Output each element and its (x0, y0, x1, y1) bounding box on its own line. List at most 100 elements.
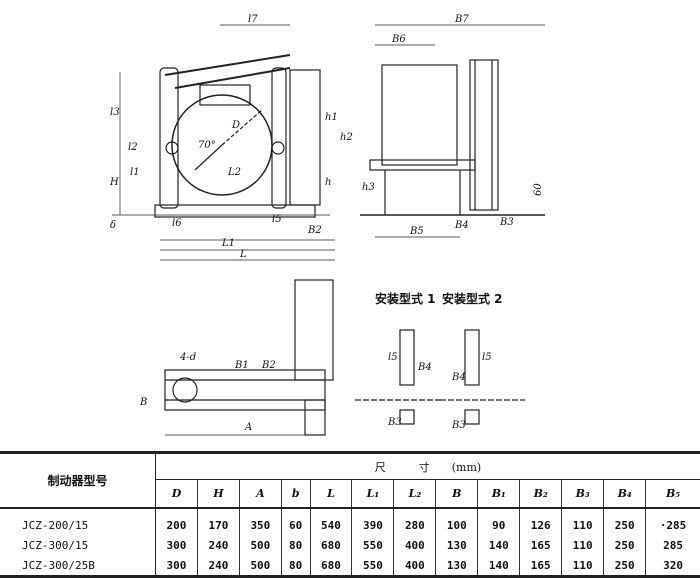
column-header: B₃ (562, 480, 604, 509)
label-l5: l5 (272, 214, 282, 225)
value-cell: 550 (352, 535, 394, 555)
value-cell: 130 (436, 535, 478, 555)
value-cell: 280 (394, 508, 436, 535)
value-cell: 250 (604, 508, 646, 535)
value-cell: 250 (604, 555, 646, 577)
column-header: A (239, 480, 281, 509)
label-B5: B5 (409, 226, 424, 237)
column-header: B₅ (646, 480, 700, 509)
value-cell: 240 (197, 535, 239, 555)
value-cell: 540 (310, 508, 352, 535)
model-header: 制动器型号 (0, 453, 156, 509)
model-cell: JCZ-300/25B (0, 555, 156, 577)
label-B3-type2: B3 (451, 420, 466, 431)
value-cell: 170 (197, 508, 239, 535)
value-cell: 80 (281, 555, 310, 577)
label-B6: B6 (391, 34, 406, 45)
value-cell: 320 (646, 555, 700, 577)
label-A: A (244, 422, 252, 433)
value-cell: 110 (562, 555, 604, 577)
column-header: B₁ (478, 480, 520, 509)
value-cell: 240 (197, 555, 239, 577)
value-cell: 550 (352, 555, 394, 577)
value-cell: 390 (352, 508, 394, 535)
value-cell: 126 (520, 508, 562, 535)
column-header: b (281, 480, 310, 509)
plan-view: 4-d B1 B2 B A (139, 280, 333, 435)
value-cell: 300 (156, 535, 198, 555)
label-l3: l3 (110, 107, 120, 118)
value-cell: 110 (562, 535, 604, 555)
column-header: B₄ (604, 480, 646, 509)
value-cell: 285 (646, 535, 700, 555)
label-60: 60 (533, 183, 544, 196)
label-l6: l6 (172, 218, 182, 229)
value-cell: 140 (478, 535, 520, 555)
value-cell: 500 (239, 535, 281, 555)
value-cell: 60 (281, 508, 310, 535)
label-B7: B7 (454, 14, 469, 25)
value-cell: 250 (604, 535, 646, 555)
label-D: D (231, 120, 240, 131)
label-l5-type2: l5 (482, 352, 492, 363)
value-cell: ·285 (646, 508, 700, 535)
dimension-header: 尺 寸 (mm) (156, 453, 700, 480)
column-header: L₁ (352, 480, 394, 509)
dimension-title: 尺 寸 (375, 461, 430, 474)
label-B: B (139, 397, 147, 408)
install-type-1-label: 安装型式 1 (375, 291, 436, 306)
label-H: H (109, 177, 119, 188)
value-cell: 80 (281, 535, 310, 555)
value-cell: 100 (436, 508, 478, 535)
label-h: h (325, 177, 331, 188)
label-delta: δ (110, 220, 116, 231)
label-l7: l7 (248, 14, 258, 25)
value-cell: 200 (156, 508, 198, 535)
label-h2: h2 (340, 132, 353, 143)
value-cell: 165 (520, 555, 562, 577)
label-B4-type1: B4 (417, 362, 432, 373)
label-h3: h3 (362, 182, 375, 193)
value-cell: 400 (394, 555, 436, 577)
label-L1: L1 (221, 238, 235, 249)
label-B3-type1: B3 (387, 417, 402, 428)
label-B2-plan: B2 (261, 360, 276, 371)
label-B1: B1 (234, 360, 249, 371)
value-cell: 165 (520, 535, 562, 555)
column-header: L₂ (394, 480, 436, 509)
value-cell: 140 (478, 555, 520, 577)
label-4-d: 4-d (179, 352, 196, 363)
column-header: B₂ (520, 480, 562, 509)
end-view: B7 B6 h3 B5 B4 B3 60 (360, 14, 545, 237)
installation-types: 安装型式 1 安装型式 2 l5 B4 B3 l5 B4 B3 (355, 291, 525, 431)
value-cell: 500 (239, 555, 281, 577)
brake-engineering-drawing: l7 l3 l2 D 70° L2 H l1 h2 h1 h δ l6 l5 B… (0, 0, 700, 450)
value-cell: 110 (562, 508, 604, 535)
model-cell: JCZ-200/15 (0, 508, 156, 535)
value-cell: 400 (394, 535, 436, 555)
label-l1: l1 (130, 167, 140, 178)
label-B4: B4 (454, 220, 469, 231)
label-l2: l2 (128, 142, 138, 153)
label-B2: B2 (307, 225, 322, 236)
value-cell: 130 (436, 555, 478, 577)
value-cell: 680 (310, 555, 352, 577)
install-type-2-label: 安装型式 2 (442, 291, 503, 306)
model-cell: JCZ-300/15 (0, 535, 156, 555)
value-cell: 90 (478, 508, 520, 535)
column-header: L (310, 480, 352, 509)
label-angle: 70° (198, 140, 216, 151)
label-B3: B3 (499, 217, 514, 228)
value-cell: 300 (156, 555, 198, 577)
label-B4-type2: B4 (451, 372, 466, 383)
column-header: B (436, 480, 478, 509)
column-header: H (197, 480, 239, 509)
value-cell: 680 (310, 535, 352, 555)
label-L2: L2 (227, 167, 241, 178)
label-h1: h1 (325, 112, 338, 123)
label-L: L (239, 249, 247, 260)
